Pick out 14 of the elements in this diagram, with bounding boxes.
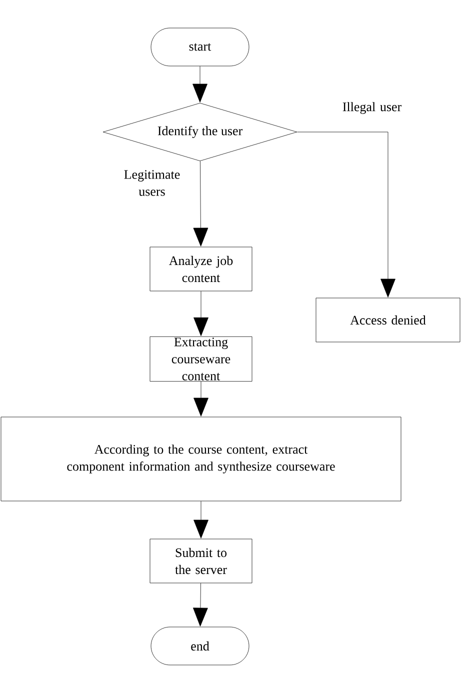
edge-label: Illegal user — [342, 102, 402, 114]
process-box: Analyze job content — [150, 246, 252, 292]
arrow — [193, 160, 208, 246]
arrow — [193, 583, 208, 626]
process-box: Submit to the server — [150, 538, 252, 584]
arrow — [192, 66, 208, 102]
process-box: Extracting courseware content — [150, 336, 252, 382]
edge-label: Legitimate users — [124, 170, 180, 196]
arrow — [194, 291, 208, 336]
process-box: According to the course content, extract component information and synthesize courseware — [0, 416, 402, 502]
arrow — [194, 501, 208, 538]
arrow — [297, 132, 396, 298]
arrow — [194, 381, 208, 416]
process-box: Access denied — [316, 298, 460, 342]
